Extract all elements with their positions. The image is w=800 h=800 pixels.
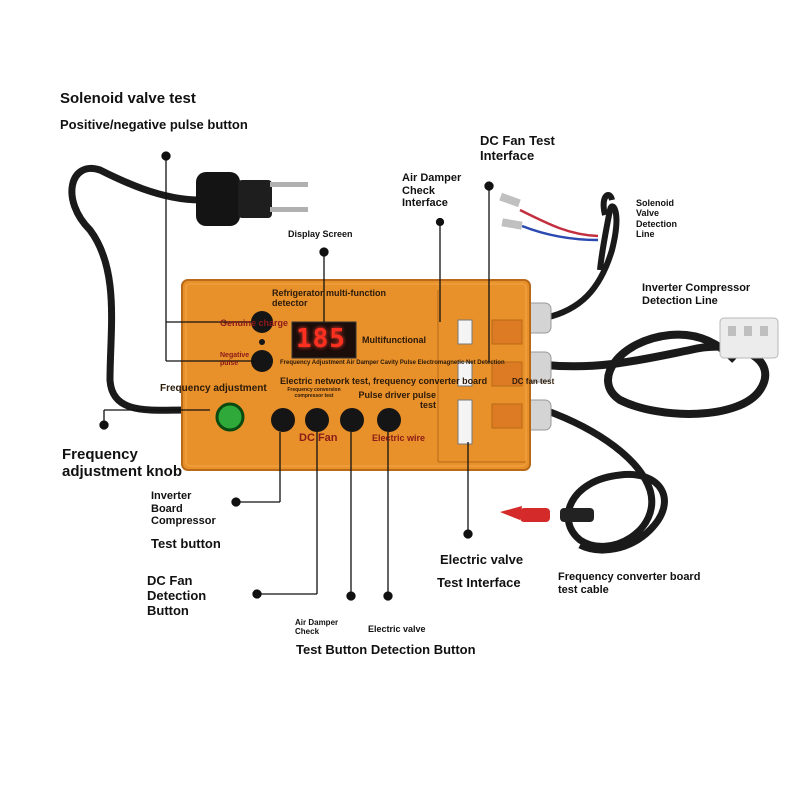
- label-electric-network: Electric network test, frequency convert…: [280, 376, 488, 386]
- label-air-damper-check-interface: Air Damper Check Interface: [402, 172, 462, 210]
- label-pulse-driver: Pulse driver pulse test: [358, 390, 436, 411]
- label-electric-valve: Electric valve: [440, 552, 524, 567]
- label-frequency-adjustment: Frequency adjustment: [160, 383, 267, 394]
- genuine-charge-button[interactable]: [251, 311, 273, 333]
- label-inverter-compressor-line: Inverter Compressor Detection Line: [642, 282, 751, 307]
- label-multifunctional: Multifunctional: [362, 335, 426, 345]
- frequency-converter-cable: [543, 406, 668, 554]
- alligator-clips: [500, 506, 594, 522]
- solenoid-detection-cable: [544, 203, 620, 321]
- label-frequency-knob: Frequency adjustment knob: [62, 446, 183, 481]
- cable-glands: [524, 302, 552, 431]
- label-freq-conv-small: Frequency conversion compressor test: [287, 387, 341, 399]
- label-solenoid-detection-line: Solenoid Valve Detection Line: [636, 198, 678, 240]
- label-air-damper-check: Air Damper Check: [295, 618, 339, 637]
- display-screen: [291, 321, 357, 359]
- negative-pulse-button[interactable]: [251, 350, 273, 372]
- label-test-button: Test button: [151, 536, 221, 551]
- label-genuine-charge: Genuine charge: [220, 318, 289, 328]
- label-dc-fan-panel: DC Fan: [299, 432, 338, 444]
- label-refrigerator-detector: Refrigerator multi-function detector: [272, 288, 386, 309]
- electric-valve-port: [457, 399, 473, 445]
- inverter-compressor-cable: [544, 330, 770, 418]
- leader-lines: [99, 151, 494, 601]
- inverter-compressor-button[interactable]: [271, 408, 295, 432]
- dc-fan-button[interactable]: [305, 408, 329, 432]
- air-damper-button[interactable]: [340, 408, 364, 432]
- label-dc-fan-test-small: DC fan test: [512, 377, 555, 386]
- frequency-knob[interactable]: [215, 402, 245, 432]
- label-panel-subline: Frequency Adjustment Air Damper Cavity P…: [280, 360, 505, 366]
- label-solenoid-valve-test: Solenoid valve test: [60, 90, 196, 107]
- power-cord: [68, 164, 204, 414]
- label-freq-conv-board-cable: Frequency converter board test cable: [558, 571, 701, 596]
- label-pulse-button: Positive/negative pulse button: [60, 117, 248, 132]
- label-test-interface: Test Interface: [437, 575, 521, 590]
- solenoid-wires: [519, 208, 599, 238]
- dc-fan-port: [457, 361, 473, 387]
- label-electric-wire: Electric wire: [372, 433, 426, 443]
- power-plug: [196, 172, 308, 226]
- label-dc-fan-detection: DC Fan Detection Button: [147, 573, 207, 618]
- electric-valve-button[interactable]: [377, 408, 401, 432]
- air-damper-port: [457, 319, 473, 345]
- label-electric-valve-small: Electric valve: [368, 624, 426, 634]
- inverter-compressor-connector: [719, 317, 779, 359]
- label-inverter-board: Inverter Board Compressor: [151, 490, 216, 528]
- label-display-screen: Display Screen: [288, 229, 353, 239]
- display-digits: 185: [296, 324, 346, 354]
- label-dc-fan-test-interface: DC Fan Test Interface: [480, 133, 555, 163]
- label-negative-pulse: Negative pulse: [220, 352, 250, 368]
- label-test-button-detection: Test Button Detection Button: [296, 642, 476, 657]
